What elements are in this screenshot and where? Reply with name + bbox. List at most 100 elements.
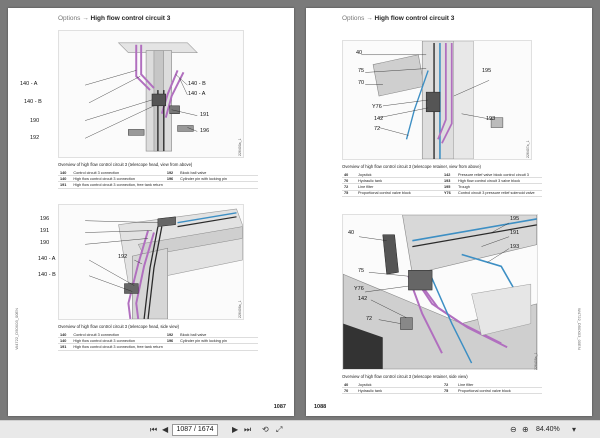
legend-text: Pressure relief valve block control circ… (456, 172, 542, 179)
legend-text: Control circuit 3 pressure relief soleno… (456, 190, 542, 197)
figure-label: 40 (356, 50, 363, 56)
zoom-level[interactable]: 84.40% (536, 426, 560, 433)
legend-text: High flow control circuit 3 connection, … (71, 181, 165, 189)
figure-label: 196 (40, 216, 50, 222)
figure-label: 70 (358, 80, 365, 86)
legend-number: 140 (58, 175, 72, 183)
legend-number: 191 (58, 181, 72, 189)
figure-caption: Overview of high flow control circuit 3 … (58, 162, 193, 167)
figure-label: 195 (510, 216, 520, 222)
figure-label: 190 (40, 240, 50, 246)
figure-label: 191 (200, 112, 210, 118)
figure-label: 75 (358, 68, 365, 74)
legend-number: 140 (58, 332, 72, 339)
legend-text: High flow control circuit 3 connection, … (71, 343, 165, 351)
figure-caption: Overview of high flow control circuit 3 … (58, 324, 180, 329)
legend-number: 72 (442, 382, 456, 389)
legend-text: High flow control circuit 3 valve block (456, 177, 542, 185)
legend-number: 195 (442, 183, 456, 191)
legend-number: 72 (342, 183, 356, 191)
figure-illustration (59, 205, 243, 319)
legend-number: 193 (442, 177, 456, 185)
fit-page-icon[interactable]: ⤢ (276, 425, 283, 434)
figure-illustration (343, 215, 537, 369)
prev-page-icon[interactable]: ◀ (162, 425, 169, 434)
zoom-in-icon[interactable]: ⊕ (522, 425, 529, 434)
last-page-icon[interactable]: ⏭ (244, 425, 252, 434)
first-page-icon[interactable]: ⏮ (150, 425, 158, 434)
legend-number: 140 (58, 170, 72, 177)
document-page-right: Options → High flow control circuit 3 W4… (306, 8, 592, 416)
figure-label: 140 - A (188, 91, 206, 97)
legend-number (164, 343, 179, 351)
page-number-input[interactable]: 1087 / 1674 (172, 424, 218, 436)
legend-number: 75 (342, 190, 356, 197)
legend-text: Control circuit 3 connection (71, 332, 165, 339)
legend-text: Hydraulic tank (356, 387, 442, 395)
figure-caption: Overview of high flow control circuit 3 … (342, 164, 481, 169)
legend-number: 140 (58, 337, 72, 345)
legend-text: High flow control circuit 3 connection (71, 337, 165, 345)
legend-text: Cylinder pin with locking pin (178, 337, 258, 345)
legend-number: 192 (164, 332, 179, 339)
legend-text: Proportional control valve block (356, 190, 442, 197)
legend-text: Block ball valve (178, 332, 258, 339)
figure-label: 193 (510, 244, 520, 250)
figure-label: 40 (348, 230, 355, 236)
figure-label: 142 (374, 116, 384, 122)
zoom-dropdown-icon[interactable]: ▾ (572, 425, 577, 434)
figure-label: 192 (118, 254, 128, 260)
legend-text: Joystick (356, 382, 442, 389)
figure-label: 190 (30, 118, 40, 124)
page-number: 1088 (314, 404, 327, 410)
legend-number: 75 (442, 387, 456, 395)
page-header: Options → High flow control circuit 3 (342, 15, 455, 22)
legend-number: 70 (342, 177, 356, 185)
next-page-icon[interactable]: ▶ (232, 425, 239, 434)
figure-label: 140 - A (20, 81, 38, 87)
figure-label: 72 (366, 316, 373, 322)
figure-label: 140 - B (38, 272, 56, 278)
figure-id: 226406a_1 (238, 300, 242, 318)
figure-label: 75 (358, 268, 365, 274)
legend-text (178, 181, 258, 189)
figure-label: 192 (30, 135, 40, 141)
legend-text: Joystick (356, 172, 442, 179)
figure-label: 140 - B (24, 99, 42, 105)
legend-text: Line filter (456, 382, 542, 389)
figure-label: 140 - B (188, 81, 206, 87)
legend-text: Block ball valve (178, 170, 258, 177)
legend-number: 196 (164, 175, 179, 183)
rotate-icon[interactable]: ⟲ (262, 425, 269, 434)
figure-id: 226400a_1 (238, 138, 242, 156)
viewer-toolbar: ⏮ ◀ 1087 / 1674 ▶ ⏭ ⟲ ⤢ ⊖ ⊕ 84.40% ▾ (0, 420, 600, 438)
document-code: W4722_D50X03_00EN (14, 308, 19, 350)
figure-label: 193 (486, 116, 496, 122)
figure-caption: Overview of high flow control circuit 3 … (342, 374, 468, 379)
legend-number: 40 (342, 382, 356, 389)
figure-label: 195 (482, 68, 492, 74)
zoom-out-icon[interactable]: ⊖ (510, 425, 517, 434)
document-page-left: Options → High flow control circuit 3 W4… (8, 8, 294, 416)
figure-id: 226408a_1 (534, 352, 538, 370)
figure-label: 191 (40, 228, 50, 234)
figure-label: Y76 (354, 286, 364, 292)
figure-label: 140 - A (38, 256, 56, 262)
document-code: W4722_D50X03_00EN (577, 308, 582, 350)
figure-label: 142 (358, 296, 368, 302)
legend-text: Hydraulic tank (356, 177, 442, 185)
figure-telescope-head-side (58, 204, 244, 320)
figure-telescope-retainer-top (342, 40, 532, 160)
